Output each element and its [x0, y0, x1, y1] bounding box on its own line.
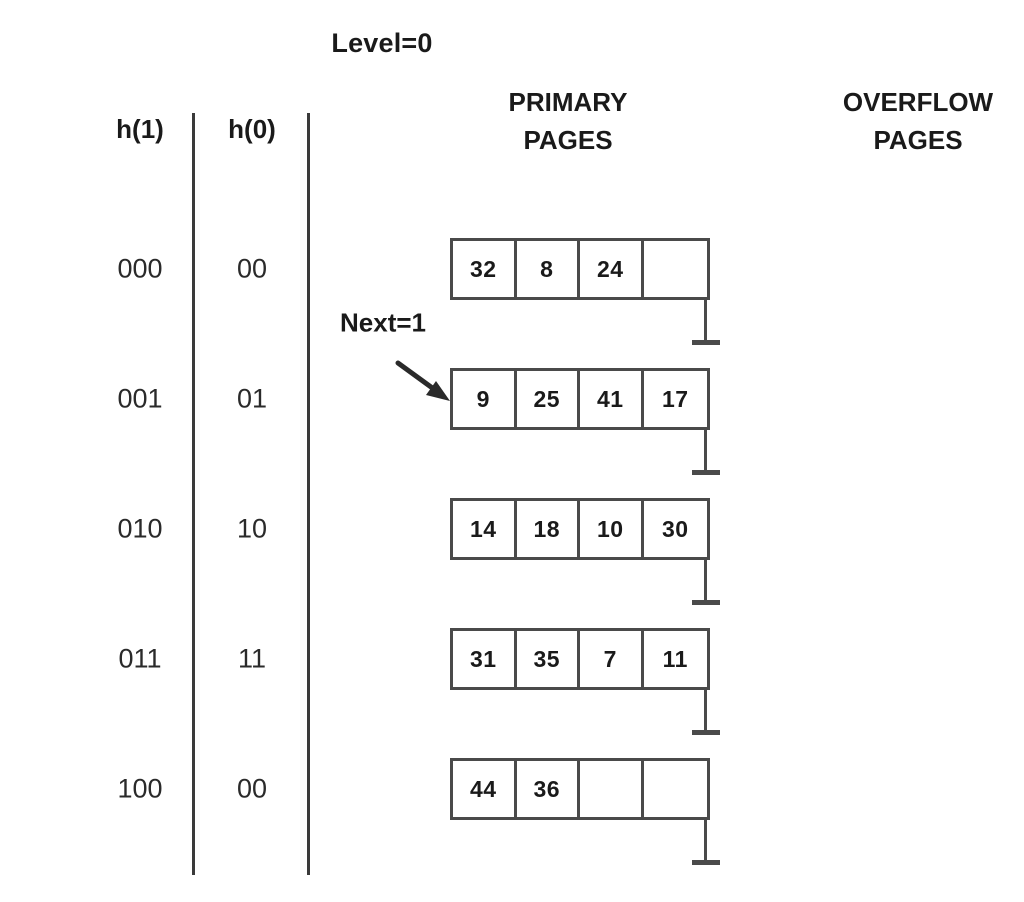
- next-pointer-arrow-icon: [395, 360, 450, 401]
- primary-pages-header-line1: PRIMARY: [508, 87, 628, 117]
- page-slot: 36: [517, 761, 580, 817]
- chain-terminator-stem-icon: [704, 818, 707, 862]
- page-slot: 11: [662, 645, 688, 672]
- page-slot: 7: [580, 631, 644, 687]
- page-slot: 18: [517, 501, 580, 557]
- chain-terminator-stem-icon: [704, 298, 707, 342]
- page-slot: [644, 241, 708, 297]
- chain-terminator-stem-icon: [704, 688, 707, 732]
- overflow-pages-header-line1: OVERFLOW: [842, 87, 994, 117]
- page-slot: 10: [580, 501, 644, 557]
- column-divider-right: [307, 113, 310, 875]
- page-slot: 32: [453, 241, 517, 297]
- page-slot: 31: [453, 631, 517, 687]
- h1-value: 000: [117, 253, 163, 284]
- primary-pages-header: PRIMARY PAGES: [509, 84, 628, 159]
- h1-value: 011: [118, 643, 162, 674]
- page-slot: 30: [661, 515, 689, 542]
- column-header-h1: h(1): [116, 114, 164, 144]
- column-divider-left: [192, 113, 195, 875]
- chain-terminator-ground-icon: [692, 600, 720, 605]
- chain-terminator-stem-icon: [704, 428, 707, 472]
- h1-value: 010: [117, 513, 163, 544]
- page-slot: 41: [580, 371, 644, 427]
- chain-terminator-ground-icon: [692, 470, 720, 475]
- overflow-pages-header-line2: PAGES: [873, 124, 963, 155]
- chain-terminator-stem-icon: [704, 558, 707, 602]
- page-slot: 8: [517, 241, 580, 297]
- page-slot: 9: [453, 371, 517, 427]
- h0-value: 10: [236, 513, 268, 544]
- page-slot: 44: [453, 761, 517, 817]
- page-slot: 24: [580, 241, 644, 297]
- column-header-h0: h(0): [228, 114, 276, 144]
- page-slot: 25: [517, 371, 580, 427]
- level-title: Level=0: [331, 28, 433, 58]
- h0-value: 01: [236, 383, 268, 414]
- next-pointer-label: Next=1: [340, 307, 426, 338]
- chain-terminator-ground-icon: [692, 730, 720, 735]
- h0-value: 11: [237, 643, 267, 674]
- h0-value: 00: [236, 773, 268, 804]
- page-slot: 17: [661, 385, 689, 412]
- primary-pages-header-line2: PAGES: [523, 124, 613, 155]
- h0-value: 00: [236, 253, 268, 284]
- chain-terminator-ground-icon: [692, 340, 720, 345]
- page-slot: 35: [517, 631, 580, 687]
- page-slot: 14: [453, 501, 517, 557]
- chain-terminator-ground-icon: [692, 860, 720, 865]
- page-slot: [644, 761, 708, 817]
- page-slot: [580, 761, 644, 817]
- overflow-pages-header: OVERFLOW PAGES: [843, 84, 993, 159]
- h1-value: 100: [117, 773, 163, 804]
- h1-value: 001: [117, 383, 163, 414]
